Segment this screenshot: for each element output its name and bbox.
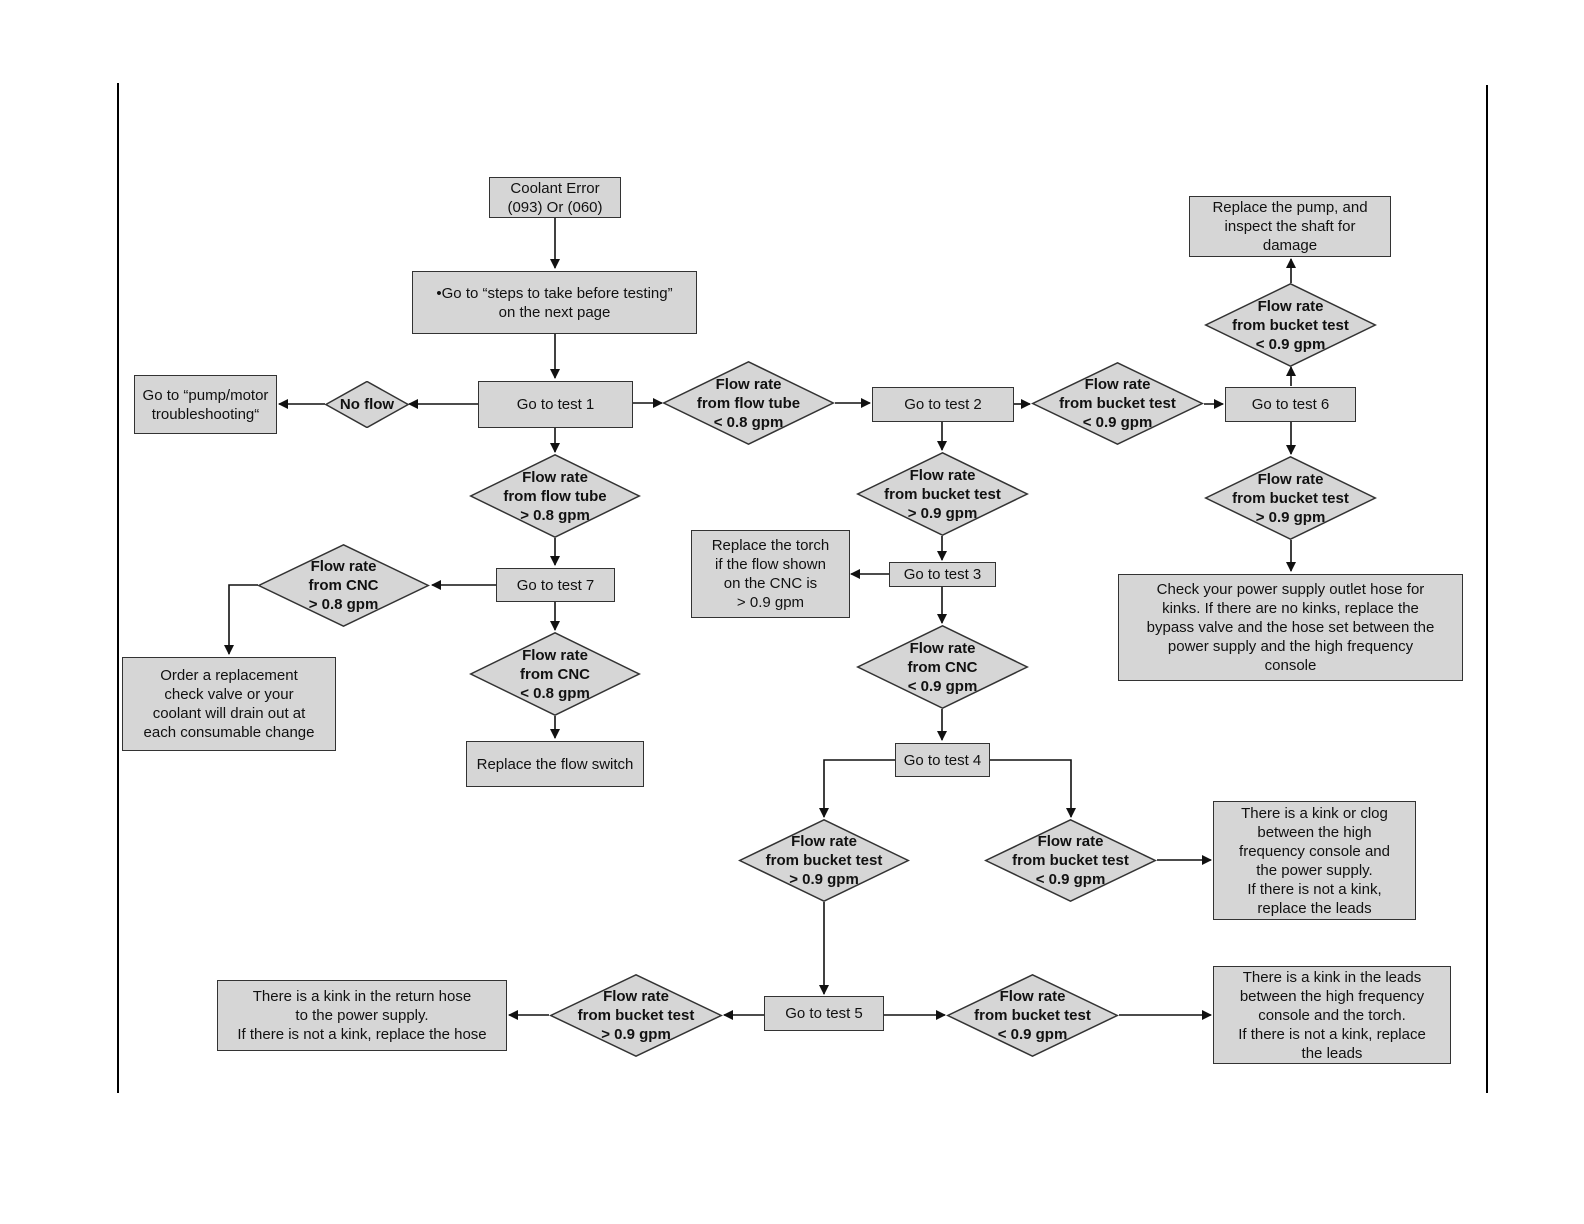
node-check-outlet-hose: Check your power supply outlet hose for … xyxy=(1118,574,1463,681)
decision-bucket-test-4-gt-label: Flow rate from bucket test > 0.9 gpm xyxy=(765,833,883,888)
decision-no-flow-label: No flow xyxy=(339,396,395,413)
edge-test4-b4lt xyxy=(990,759,1076,818)
decision-bucket-test-6-lt-label: Flow rate from bucket test < 0.9 gpm xyxy=(1232,297,1349,353)
node-kink-in-leads: There is a kink in the leads between the… xyxy=(1213,966,1451,1064)
decision-cnc-lt-08: Flow rate from CNC < 0.8 gpm xyxy=(469,632,641,716)
decision-bucket-test-2-gt: Flow rate from bucket test > 0.9 gpm xyxy=(856,452,1029,536)
decision-bucket-test-2-lt-label: Flow rate from bucket test < 0.9 gpm xyxy=(1059,376,1176,431)
decision-bucket-test-4-gt: Flow rate from bucket test > 0.9 gpm xyxy=(738,819,910,902)
node-go-to-test-7[interactable]: Go to test 7 xyxy=(496,568,615,602)
decision-flow-tube-gt-label: Flow rate from flow tube > 0.8 gpm xyxy=(503,468,607,524)
decision-bucket-test-4-lt: Flow rate from bucket test < 0.9 gpm xyxy=(984,819,1157,902)
decision-no-flow: No flow xyxy=(325,381,409,428)
node-go-to-test-5[interactable]: Go to test 5 xyxy=(764,996,884,1031)
left-margin-line xyxy=(117,83,119,1093)
node-kink-return-hose: There is a kink in the return hose to th… xyxy=(217,980,507,1051)
node-go-to-test-6[interactable]: Go to test 6 xyxy=(1225,387,1356,422)
node-pump-motor-troubleshooting[interactable]: Go to “pump/motor troubleshooting“ xyxy=(134,375,277,434)
node-replace-flow-switch: Replace the flow switch xyxy=(466,741,644,787)
node-go-to-test-1[interactable]: Go to test 1 xyxy=(478,381,633,428)
decision-cnc-lt-09-label: Flow rate from CNC < 0.9 gpm xyxy=(907,639,978,695)
decision-bucket-test-5-lt-label: Flow rate from bucket test < 0.9 gpm xyxy=(974,988,1091,1043)
decision-cnc-gt-08: Flow rate from CNC > 0.8 gpm xyxy=(257,544,430,627)
node-go-to-test-4[interactable]: Go to test 4 xyxy=(895,743,990,777)
node-replace-torch: Replace the torch if the flow shown on t… xyxy=(691,530,850,618)
decision-cnc-lt-09: Flow rate from CNC < 0.9 gpm xyxy=(856,625,1029,709)
decision-bucket-test-2-gt-label: Flow rate from bucket test > 0.9 gpm xyxy=(884,466,1001,522)
edge-cncgt-checkvalve xyxy=(224,584,258,655)
node-coolant-error: Coolant Error (093) Or (060) xyxy=(489,177,621,218)
decision-bucket-test-5-gt: Flow rate from bucket test > 0.9 gpm xyxy=(549,974,723,1057)
decision-cnc-gt-08-label: Flow rate from CNC > 0.8 gpm xyxy=(308,558,379,613)
edge-test4-b4gt xyxy=(819,759,896,818)
node-replace-pump: Replace the pump, and inspect the shaft … xyxy=(1189,196,1391,257)
node-order-check-valve: Order a replacement check valve or your … xyxy=(122,657,336,751)
decision-flow-tube-lt-label: Flow rate from flow tube < 0.8 gpm xyxy=(696,375,801,431)
node-kink-or-clog: There is a kink or clog between the high… xyxy=(1213,801,1416,920)
decision-bucket-test-5-gt-label: Flow rate from bucket test > 0.9 gpm xyxy=(577,988,695,1043)
decision-flow-tube-lt: Flow rate from flow tube < 0.8 gpm xyxy=(662,361,835,445)
node-go-to-test-3[interactable]: Go to test 3 xyxy=(889,562,996,587)
node-go-to-test-2[interactable]: Go to test 2 xyxy=(872,387,1014,422)
decision-bucket-test-6-gt: Flow rate from bucket test > 0.9 gpm xyxy=(1204,456,1377,540)
right-margin-line xyxy=(1486,85,1488,1093)
decision-cnc-lt-08-label: Flow rate from CNC < 0.8 gpm xyxy=(520,646,590,702)
decision-bucket-test-5-lt: Flow rate from bucket test < 0.9 gpm xyxy=(946,974,1119,1057)
node-steps-before-testing: •Go to “steps to take before testing” on… xyxy=(412,271,697,334)
decision-bucket-test-6-lt: Flow rate from bucket test < 0.9 gpm xyxy=(1204,283,1377,367)
decision-flow-tube-gt: Flow rate from flow tube > 0.8 gpm xyxy=(469,454,641,538)
decision-bucket-test-2-lt: Flow rate from bucket test < 0.9 gpm xyxy=(1031,362,1204,445)
decision-bucket-test-6-gt-label: Flow rate from bucket test > 0.9 gpm xyxy=(1232,470,1349,526)
decision-bucket-test-4-lt-label: Flow rate from bucket test < 0.9 gpm xyxy=(1012,833,1129,888)
